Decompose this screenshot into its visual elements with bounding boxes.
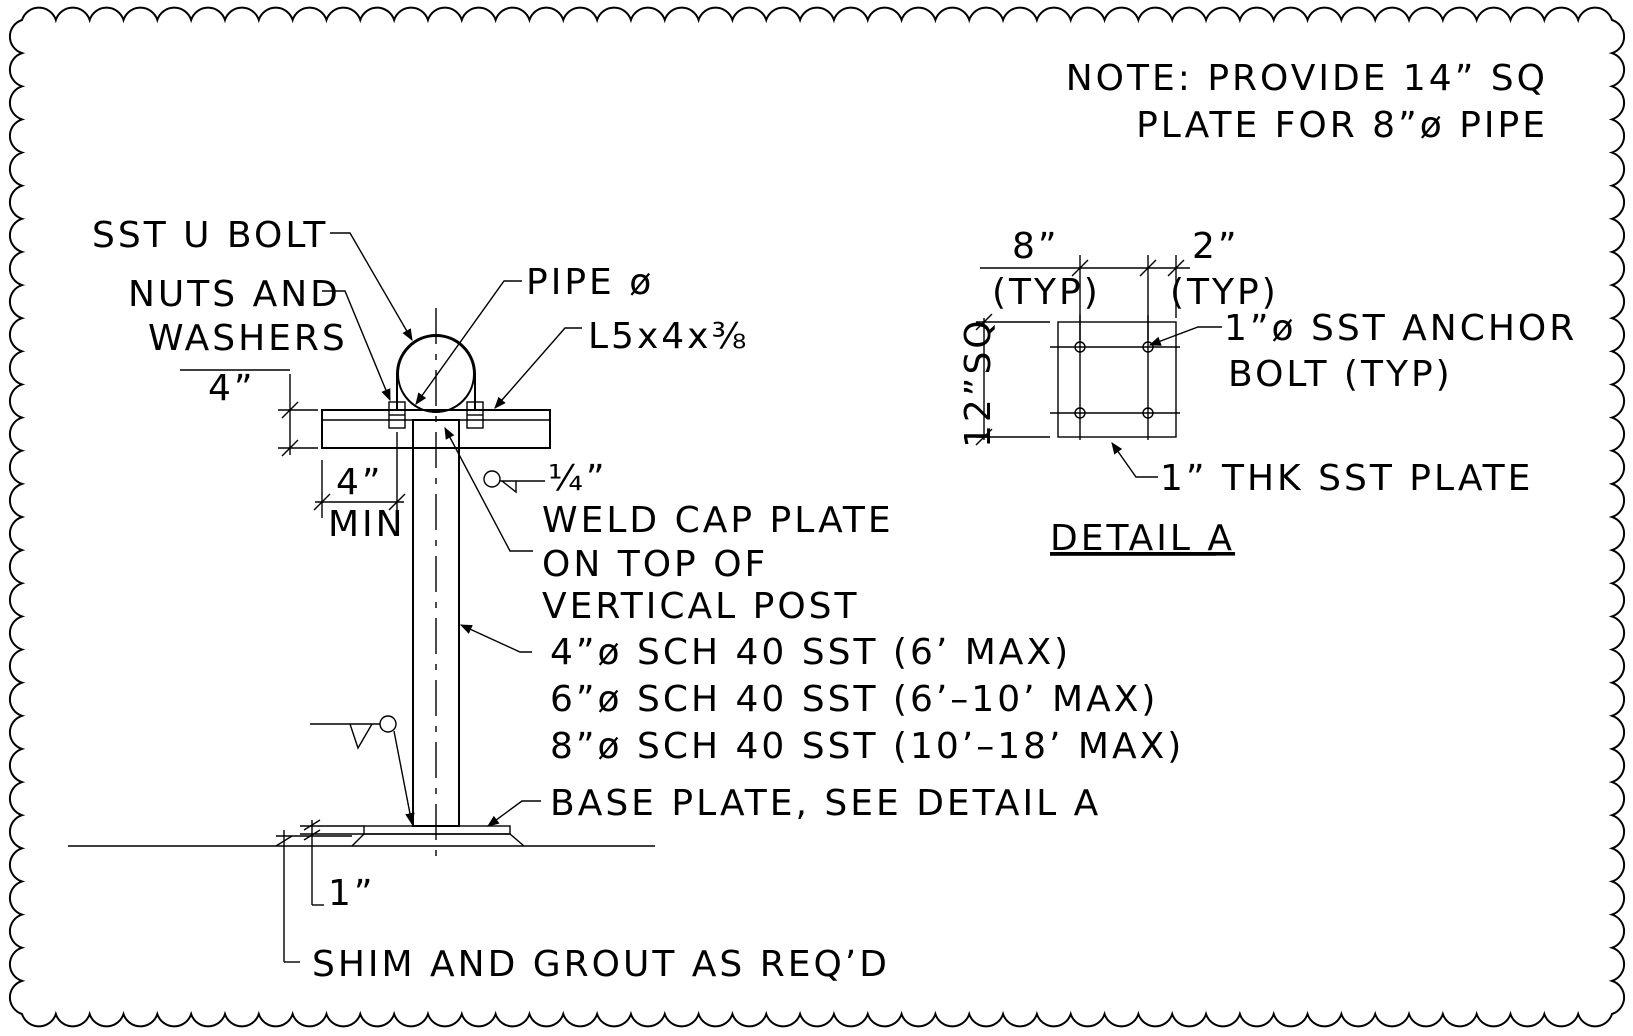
label-weld-cap-1: WELD CAP PLATE (542, 500, 894, 541)
leader-base-plate (487, 800, 541, 827)
anchor-bolt (1142, 341, 1154, 353)
leader-post (459, 624, 532, 653)
detail-a-plate (1057, 321, 1177, 438)
label-nuts-2: WASHERS (148, 318, 348, 359)
anchor-bolt (1142, 407, 1154, 419)
detail-anchor-2: BOLT (TYP) (1228, 354, 1453, 395)
note-line-1: NOTE: PROVIDE 14” SQ (1066, 58, 1548, 99)
grout-pad (351, 833, 525, 847)
label-weld-cap-3: VERTICAL POST (542, 586, 860, 627)
note-line-2: PLATE FOR 8”ø PIPE (1136, 105, 1548, 146)
detail-dim-2: 2” (1192, 226, 1240, 267)
label-dim-4-min: 4” (336, 462, 384, 503)
detail-typ-left: (TYP) (992, 272, 1101, 313)
leader-weld-cap (444, 426, 533, 552)
label-nuts-1: NUTS AND (128, 274, 341, 315)
detail-title: DETAIL A (1050, 518, 1235, 559)
label-angle: L5x4x⅜ (588, 316, 749, 357)
label-dim-1: 1” (328, 873, 376, 914)
detail-anchor-1: 1”ø SST ANCHOR (1224, 308, 1577, 349)
label-pipe-dia: PIPE ø (526, 262, 654, 303)
revision-cloud-border (8, 6, 1626, 1028)
leader-angle (494, 327, 582, 409)
anchor-bolt (1074, 341, 1086, 353)
detail-a: 8” (TYP) 2” (TYP) 12”SQ 1”ø SST ANCHOR B… (958, 226, 1577, 559)
cap-angle (321, 409, 551, 449)
label-post-3: 8”ø SCH 40 SST (10’–18’ MAX) (550, 726, 1184, 767)
detail-dim-8: 8” (1012, 226, 1060, 267)
support-elevation (68, 232, 655, 963)
label-post-2: 6”ø SCH 40 SST (6’–10’ MAX) (550, 679, 1158, 720)
label-base-plate: BASE PLATE, SEE DETAIL A (550, 783, 1101, 824)
label-dim-min: MIN (328, 504, 406, 545)
label-shim: SHIM AND GROUT AS REQ’D (312, 944, 890, 985)
anchor-bolt (1074, 407, 1086, 419)
leader-pipe (415, 280, 522, 405)
detail-dim-12sq: 12”SQ (958, 317, 999, 448)
label-dim-4-vert: 4” (208, 368, 256, 409)
detail-plate: 1” THK SST PLATE (1160, 458, 1533, 499)
elevation-labels: SST U BOLT NUTS AND WASHERS PIPE ø L5x4x… (92, 215, 1184, 985)
u-bolt (396, 334, 476, 410)
leader-nuts (322, 290, 391, 402)
detail-typ-right: (TYP) (1170, 272, 1279, 313)
label-weld-cap-2: ON TOP OF (542, 544, 768, 585)
leader-u-bolt (330, 232, 413, 342)
base-plate (363, 825, 511, 835)
label-weld-size: ¼” (548, 458, 608, 499)
general-note: NOTE: PROVIDE 14” SQ PLATE FOR 8”ø PIPE (1066, 58, 1548, 146)
label-post-1: 4”ø SCH 40 SST (6’ MAX) (550, 632, 1071, 673)
label-u-bolt: SST U BOLT (92, 215, 328, 256)
